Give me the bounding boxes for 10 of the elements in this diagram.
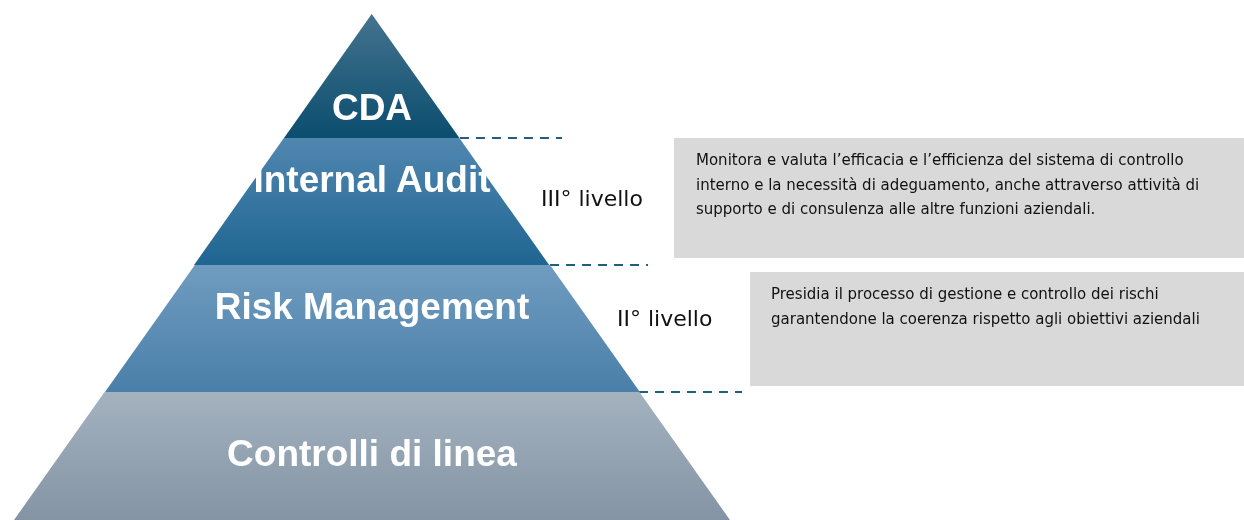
tier-label: CDA [331, 86, 413, 130]
level-label: III° livello [541, 186, 643, 211]
tier-label: Risk Management [214, 285, 530, 329]
level-label: II° livello [617, 306, 713, 331]
tier-label: Controlli di linea [227, 432, 517, 476]
description-box [750, 272, 1244, 386]
description-text: Monitora e valuta l’efficacia e l’efficienza del sistema di controllo interno e la necessità di adeguamento, anche attraverso attività di supporto e di consulenza alle altre funzioni aziendali. [696, 150, 1201, 220]
description-box [674, 138, 1244, 258]
tier-label: Internal Audit [253, 158, 491, 202]
description-text: Presidia il processo di gestione e controllo dei rischi garantendone la coerenza rispetto agli obiettivi aziendali [771, 284, 1201, 330]
